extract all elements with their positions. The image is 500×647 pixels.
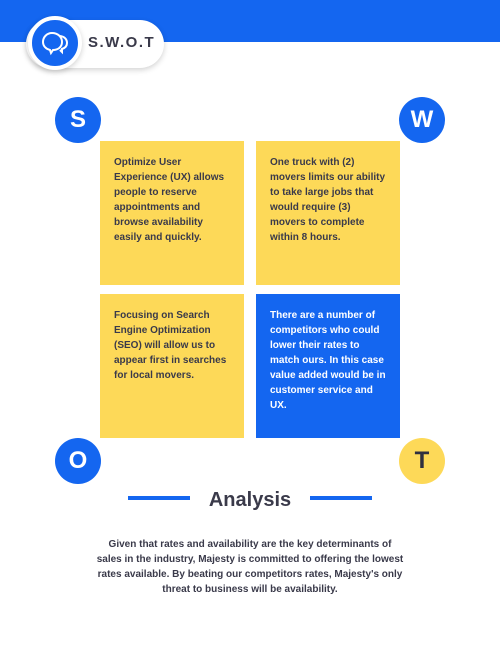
weakness-letter: W (399, 97, 445, 143)
threat-text: There are a number of competitors who co… (270, 310, 386, 411)
opportunity-letter: O (55, 438, 101, 484)
strength-text: Optimize User Experience (UX) allows peo… (114, 157, 225, 243)
page-title: S.W.O.T (88, 34, 156, 51)
threat-card: There are a number of competitors who co… (256, 294, 400, 438)
strength-card: Optimize User Experience (UX) allows peo… (100, 141, 244, 285)
weakness-card: One truck with (2) movers limits our abi… (256, 141, 400, 285)
speech-bubbles-icon (41, 31, 69, 56)
brand-logo (28, 16, 82, 70)
threat-letter: T (399, 438, 445, 484)
opportunity-card: Focusing on Search Engine Optimization (… (100, 294, 244, 438)
strength-letter: S (55, 97, 101, 143)
weakness-text: One truck with (2) movers limits our abi… (270, 157, 386, 243)
analysis-paragraph: Given that rates and availability are th… (96, 539, 404, 595)
analysis-rule-left (128, 496, 190, 500)
opportunity-text: Focusing on Search Engine Optimization (… (114, 310, 227, 381)
analysis-rule-right (310, 496, 372, 500)
analysis-heading: Analysis (208, 489, 292, 511)
